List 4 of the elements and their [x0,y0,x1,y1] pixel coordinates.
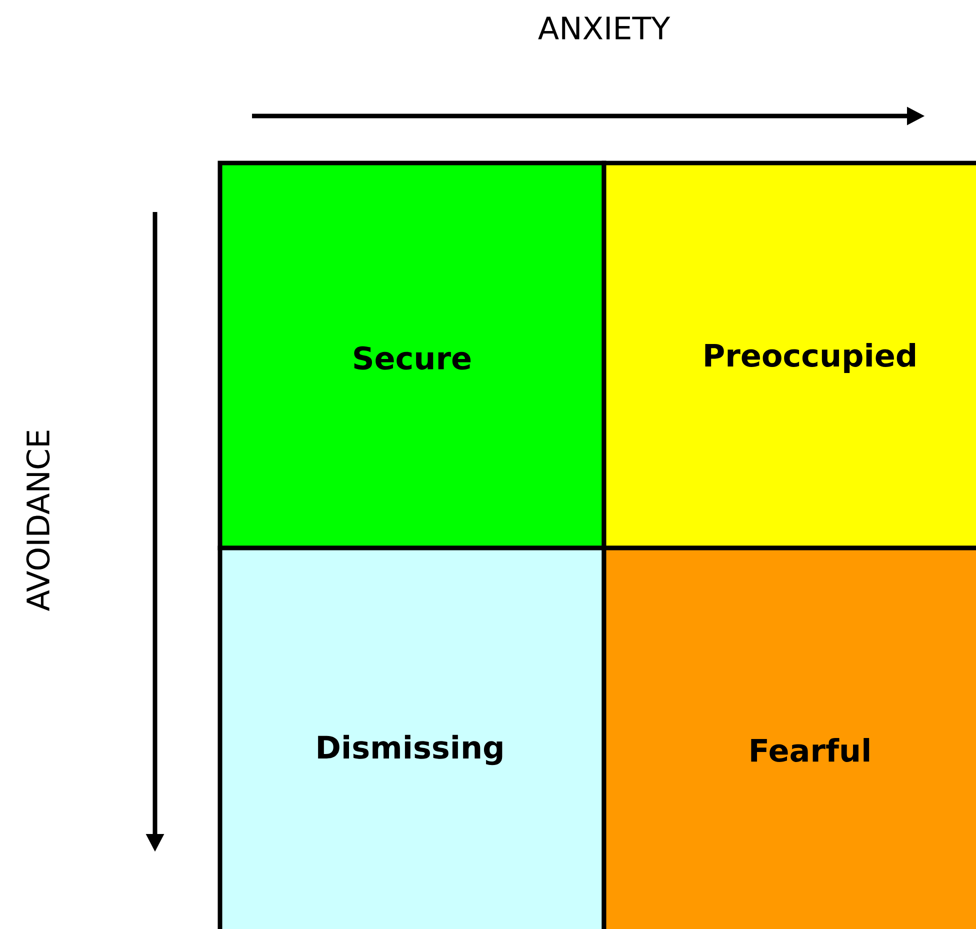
axis-label: AVOIDANCE [26,430,50,611]
quadrant-box: Secure [218,160,606,550]
axis-label: ANXIETY [538,16,670,40]
quadrant-box: Fearful [602,546,976,929]
